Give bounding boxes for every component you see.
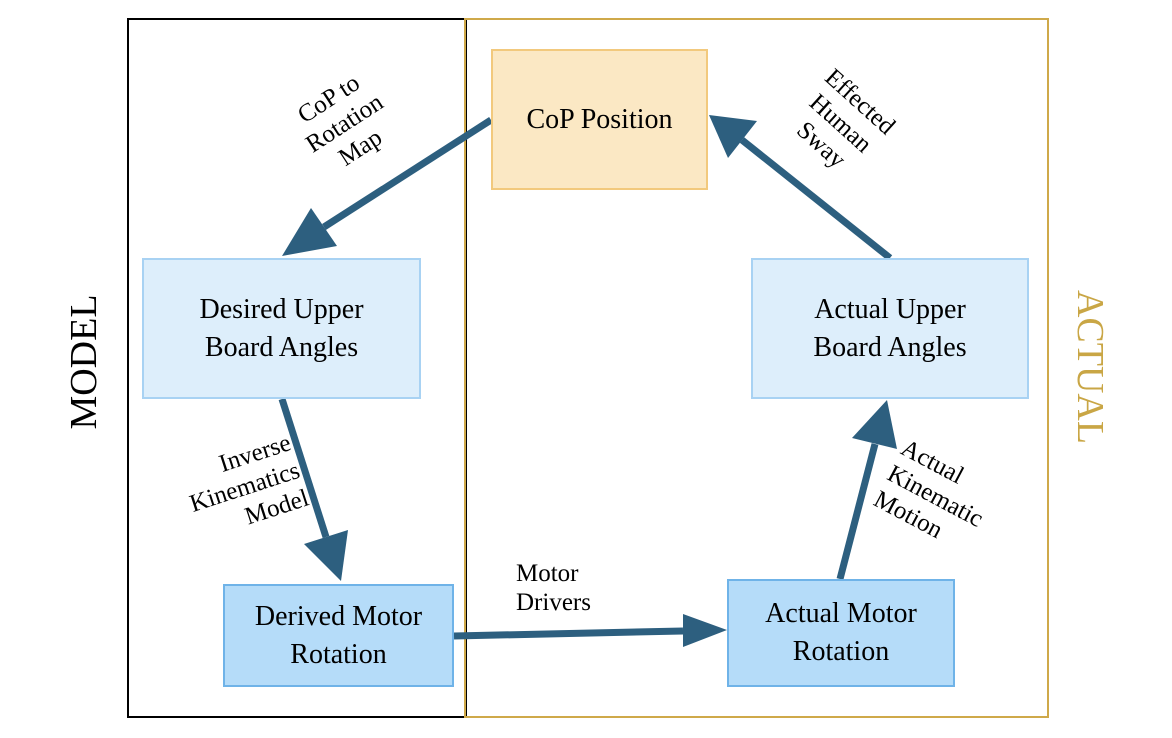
actual-region [464,18,1049,718]
arrow-derived-to-actual-motor [453,614,727,647]
actual-upper-board-angles-box: Actual Upper Board Angles [751,258,1029,399]
motor-drivers-label: Motor Drivers [516,560,591,618]
arrow-actual-angles-to-cop [709,115,893,261]
actual-motor-line-2: Rotation [792,636,890,667]
desired-angles-line-1: Desired Upper [199,293,364,325]
model-region [127,18,467,718]
drivers-line-1: Motor [516,560,579,587]
derived-motor-rotation-box: Derived Motor Rotation [223,584,454,687]
cop-position-line-1: CoP Position [526,103,673,135]
arrow-actual-motor-to-actual-angles [836,400,897,580]
derived-motor-line-2: Rotation [290,638,387,670]
drivers-line-2: Drivers [516,588,591,616]
arrow-cop-to-desired [282,117,493,256]
desired-angles-line-2: Board Angles [204,331,359,363]
desired-upper-board-angles-box: Desired Upper Board Angles [142,258,421,399]
arrow-desired-to-derived [278,397,348,581]
actual-motor-line-1: Actual Motor [765,598,917,630]
actual-angles-line-1: Actual Upper [814,293,966,325]
actual-motor-rotation-box: Actual Motor Rotation [727,579,955,687]
cop-position-box: CoP Position [491,49,708,190]
derived-motor-line-1: Derived Motor [254,600,423,632]
actual-angles-line-2: Board Angles [813,331,967,363]
